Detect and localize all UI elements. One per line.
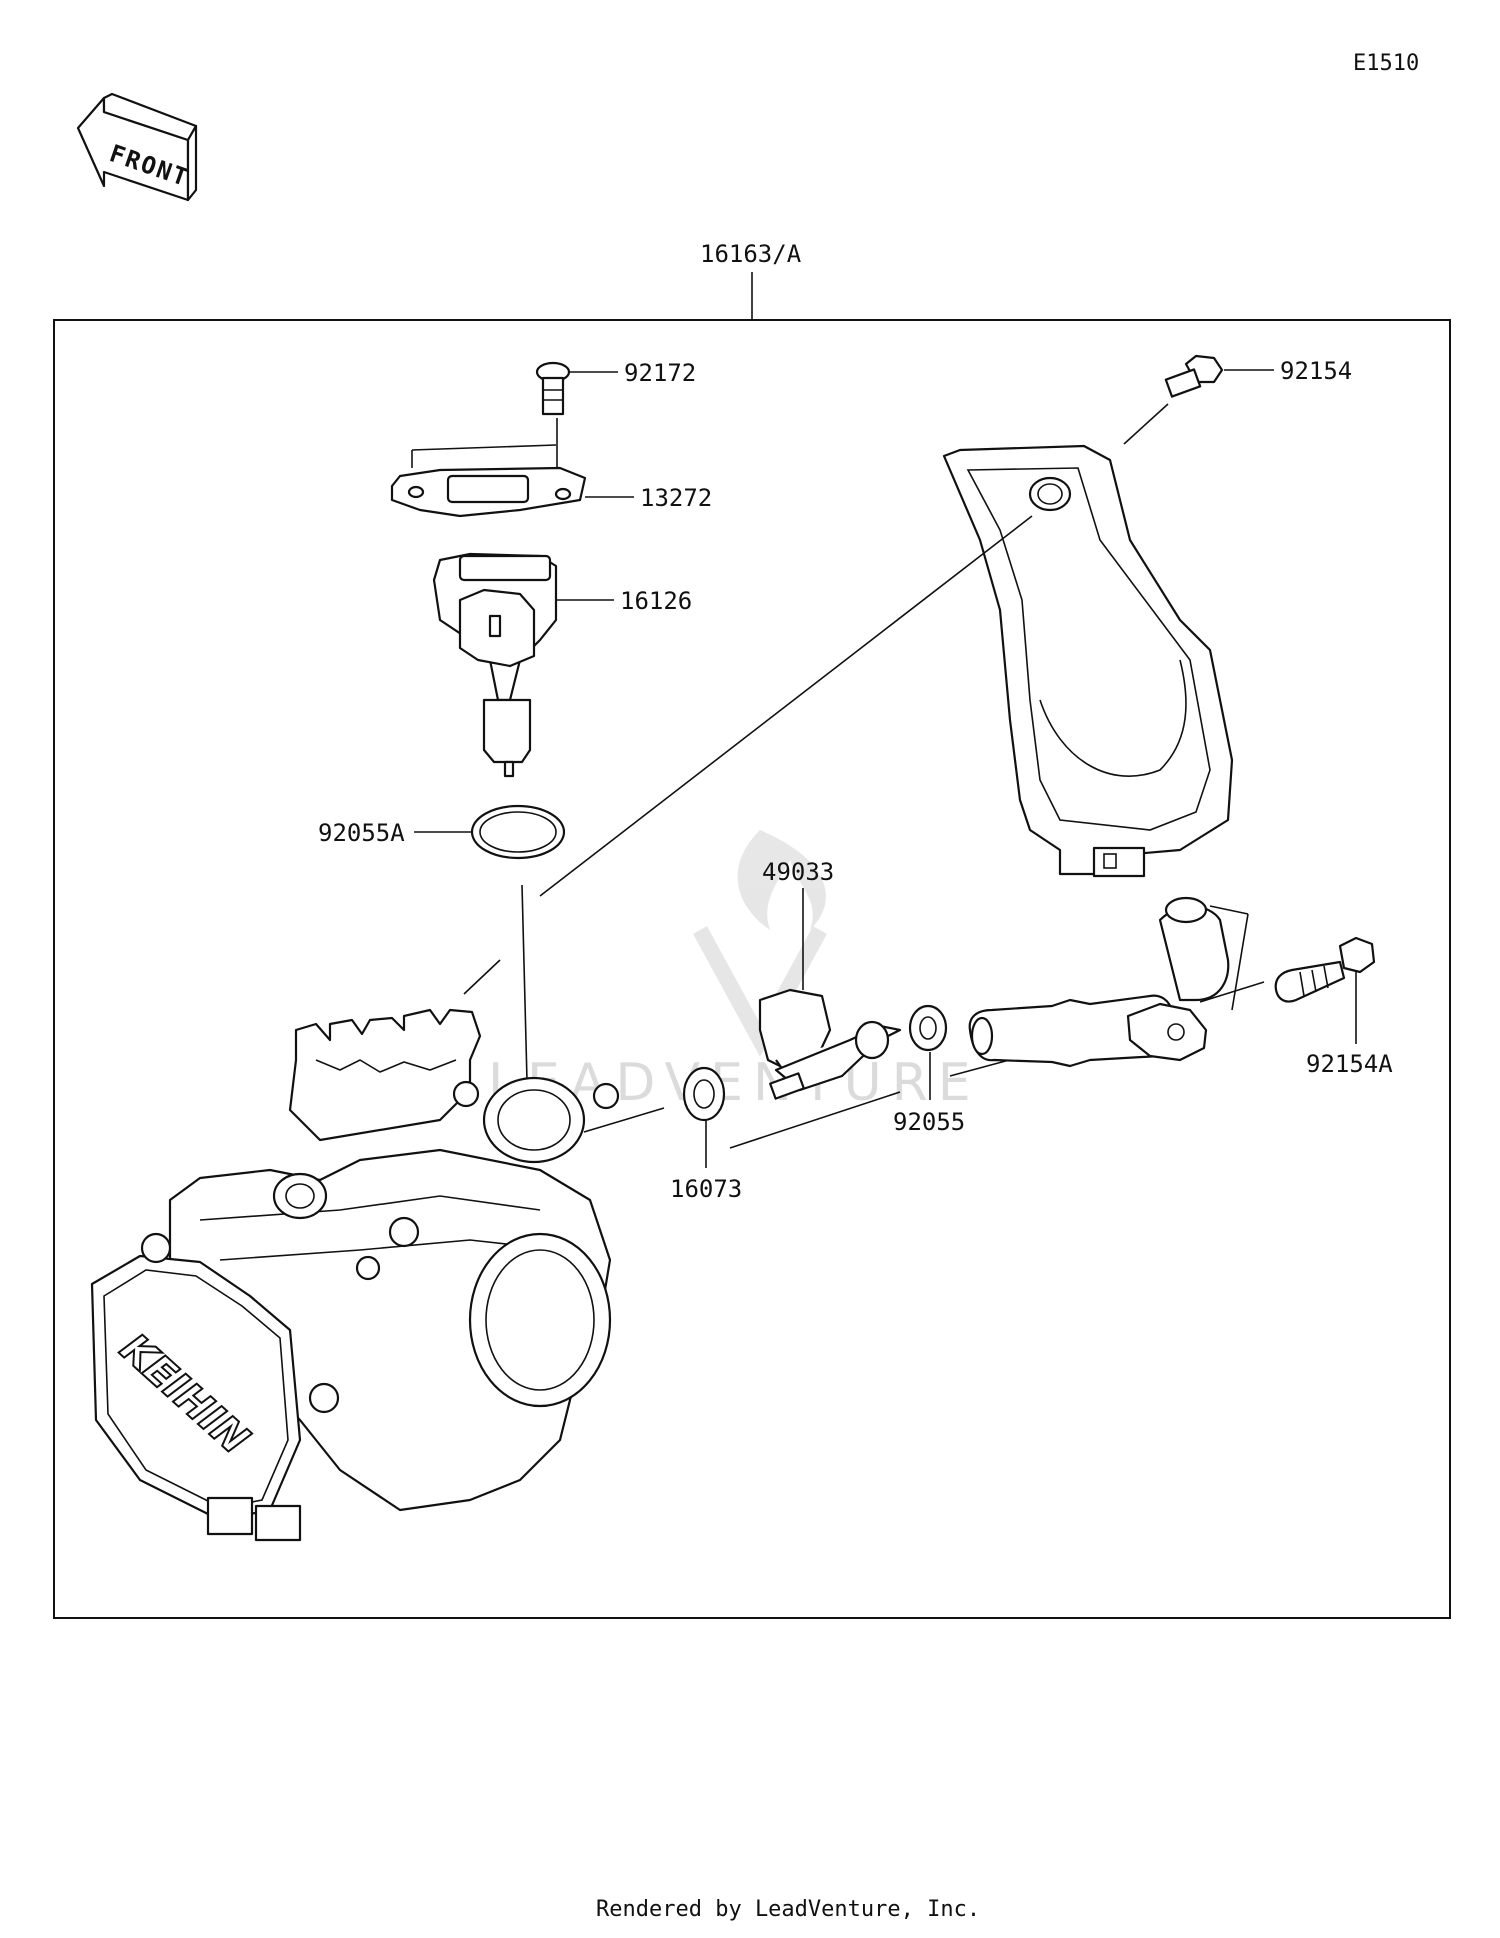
footer-credit: Rendered by LeadVenture, Inc. bbox=[596, 1897, 980, 1922]
fuel-pipe-icon bbox=[968, 896, 1230, 1068]
part-label-92055a: 92055A bbox=[318, 819, 405, 847]
assembly-frame bbox=[53, 319, 1451, 1619]
part-label-92055: 92055 bbox=[893, 1108, 965, 1136]
sensor-plate-13272-icon bbox=[390, 466, 587, 518]
bolt-92154a-icon bbox=[1274, 936, 1376, 1003]
o-ring-92055a-icon bbox=[470, 804, 566, 860]
sensor-49033-icon bbox=[758, 988, 902, 1100]
throttle-body-icon: KEIHIN bbox=[90, 1008, 620, 1542]
seal-16073-icon bbox=[682, 1066, 726, 1122]
watermark: LEADVENTURE bbox=[488, 830, 971, 1113]
part-label-16126: 16126 bbox=[620, 587, 692, 615]
part-label-16073: 16073 bbox=[670, 1175, 742, 1203]
part-label-49033: 49033 bbox=[762, 858, 834, 886]
screw-92172-icon bbox=[535, 361, 571, 416]
diagram-code: E1510 bbox=[1353, 51, 1419, 76]
part-label-92154a: 92154A bbox=[1306, 1050, 1393, 1078]
washer-92055-icon bbox=[908, 1004, 948, 1052]
bolt-92154-icon bbox=[1164, 354, 1224, 398]
part-label-92172: 92172 bbox=[624, 359, 696, 387]
part-label-92154: 92154 bbox=[1280, 357, 1352, 385]
front-arrow-icon: FRONT bbox=[76, 92, 198, 202]
throttle-cover-icon bbox=[942, 444, 1234, 878]
part-label-13272: 13272 bbox=[640, 484, 712, 512]
part-label-16163a: 16163/A bbox=[700, 240, 802, 268]
sensor-16126-icon bbox=[432, 552, 558, 778]
